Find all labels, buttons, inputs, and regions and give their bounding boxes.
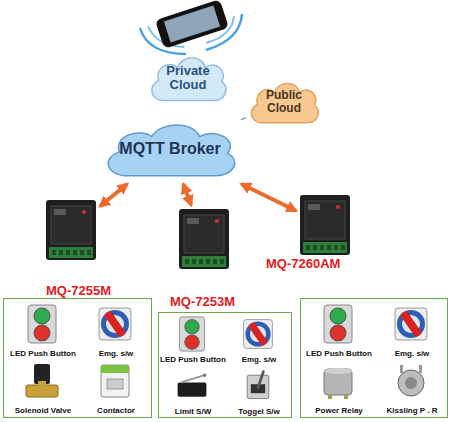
cloud-label: Private Cloud (158, 64, 218, 91)
device-node: MQ-7253M (179, 209, 229, 269)
component-label: Emg. s/w (242, 355, 277, 365)
component-label: Emg. s/w (395, 349, 430, 359)
cloud-outline (152, 58, 226, 101)
cloud-outline (251, 83, 318, 122)
component-label: LED Push Button (160, 355, 226, 365)
component-item: Limit S/W (161, 367, 225, 417)
emergency-switch-icon (99, 308, 131, 340)
component-label: Limit S/W (175, 407, 211, 417)
solenoid-valve-icon (26, 364, 58, 397)
component-label: Contactor (97, 406, 135, 416)
device-name: MQ-7253M (170, 294, 235, 309)
push-button-icon (179, 317, 204, 351)
device-node: MQ-7255M (46, 200, 96, 260)
component-item: Emg. s/w (379, 302, 445, 359)
component-label: Emg. s/w (99, 349, 134, 359)
component-label: LED Push Button (10, 349, 76, 359)
device-name: MQ-7260AM (266, 256, 340, 271)
component-item: LED Push Button (306, 302, 372, 359)
component-panel: LED Push Button Emg. s/wLimit S/W Toggel S… (158, 312, 292, 418)
toggle-switch-icon (247, 372, 269, 399)
component-item: Toggel S/w (227, 367, 291, 417)
emergency-switch-icon (395, 308, 427, 340)
component-label: Solenoid Valve (15, 406, 71, 416)
contactor-icon (101, 365, 129, 397)
device-name: MQ-7255M (46, 283, 111, 298)
component-label: Toggel S/w (238, 407, 280, 417)
component-panel: LED Push Button Emg. s/wPower Relay Kissli… (300, 298, 448, 418)
component-item: LED Push Button (9, 302, 77, 359)
mqtt-arrow (241, 184, 296, 211)
component-panel: LED Push Button Emg. s/wSolenoid Valve Con… (3, 298, 152, 418)
limit-switch-icon (178, 373, 207, 396)
cloud-label: MQTT Broker (119, 141, 220, 158)
component-label: Kissling P . R (387, 406, 438, 416)
kissling-relay-icon (398, 365, 424, 396)
component-label: Power Relay (315, 406, 363, 416)
push-button-icon (324, 305, 352, 343)
component-item: Emg. s/w (227, 315, 291, 365)
smartphone (140, 0, 242, 54)
mqtt-arrow (183, 184, 191, 205)
component-label: LED Push Button (306, 349, 372, 359)
cloud-node: Private Cloud (147, 52, 229, 104)
cloud-label: Public Cloud (258, 89, 310, 114)
component-item: Solenoid Valve (9, 359, 77, 416)
controller-device (300, 195, 350, 255)
cloud-outline (108, 125, 235, 176)
component-item: Power Relay (306, 359, 372, 416)
component-item: Kissling P . R (379, 359, 445, 416)
cloud-node: Public Cloud (247, 78, 321, 126)
device-node: MQ-7260AM (300, 195, 350, 255)
push-button-icon (28, 305, 56, 343)
controller-device (46, 200, 96, 260)
broker-cloud: MQTT Broker (100, 118, 240, 180)
component-item: LED Push Button (161, 315, 225, 365)
controller-device (179, 209, 229, 269)
component-item: Contactor (82, 359, 150, 416)
mqtt-arrow (100, 184, 127, 206)
cloud-link (241, 118, 246, 120)
component-item: Emg. s/w (82, 302, 150, 359)
emergency-switch-icon (244, 320, 273, 349)
power-relay-icon (324, 368, 352, 399)
